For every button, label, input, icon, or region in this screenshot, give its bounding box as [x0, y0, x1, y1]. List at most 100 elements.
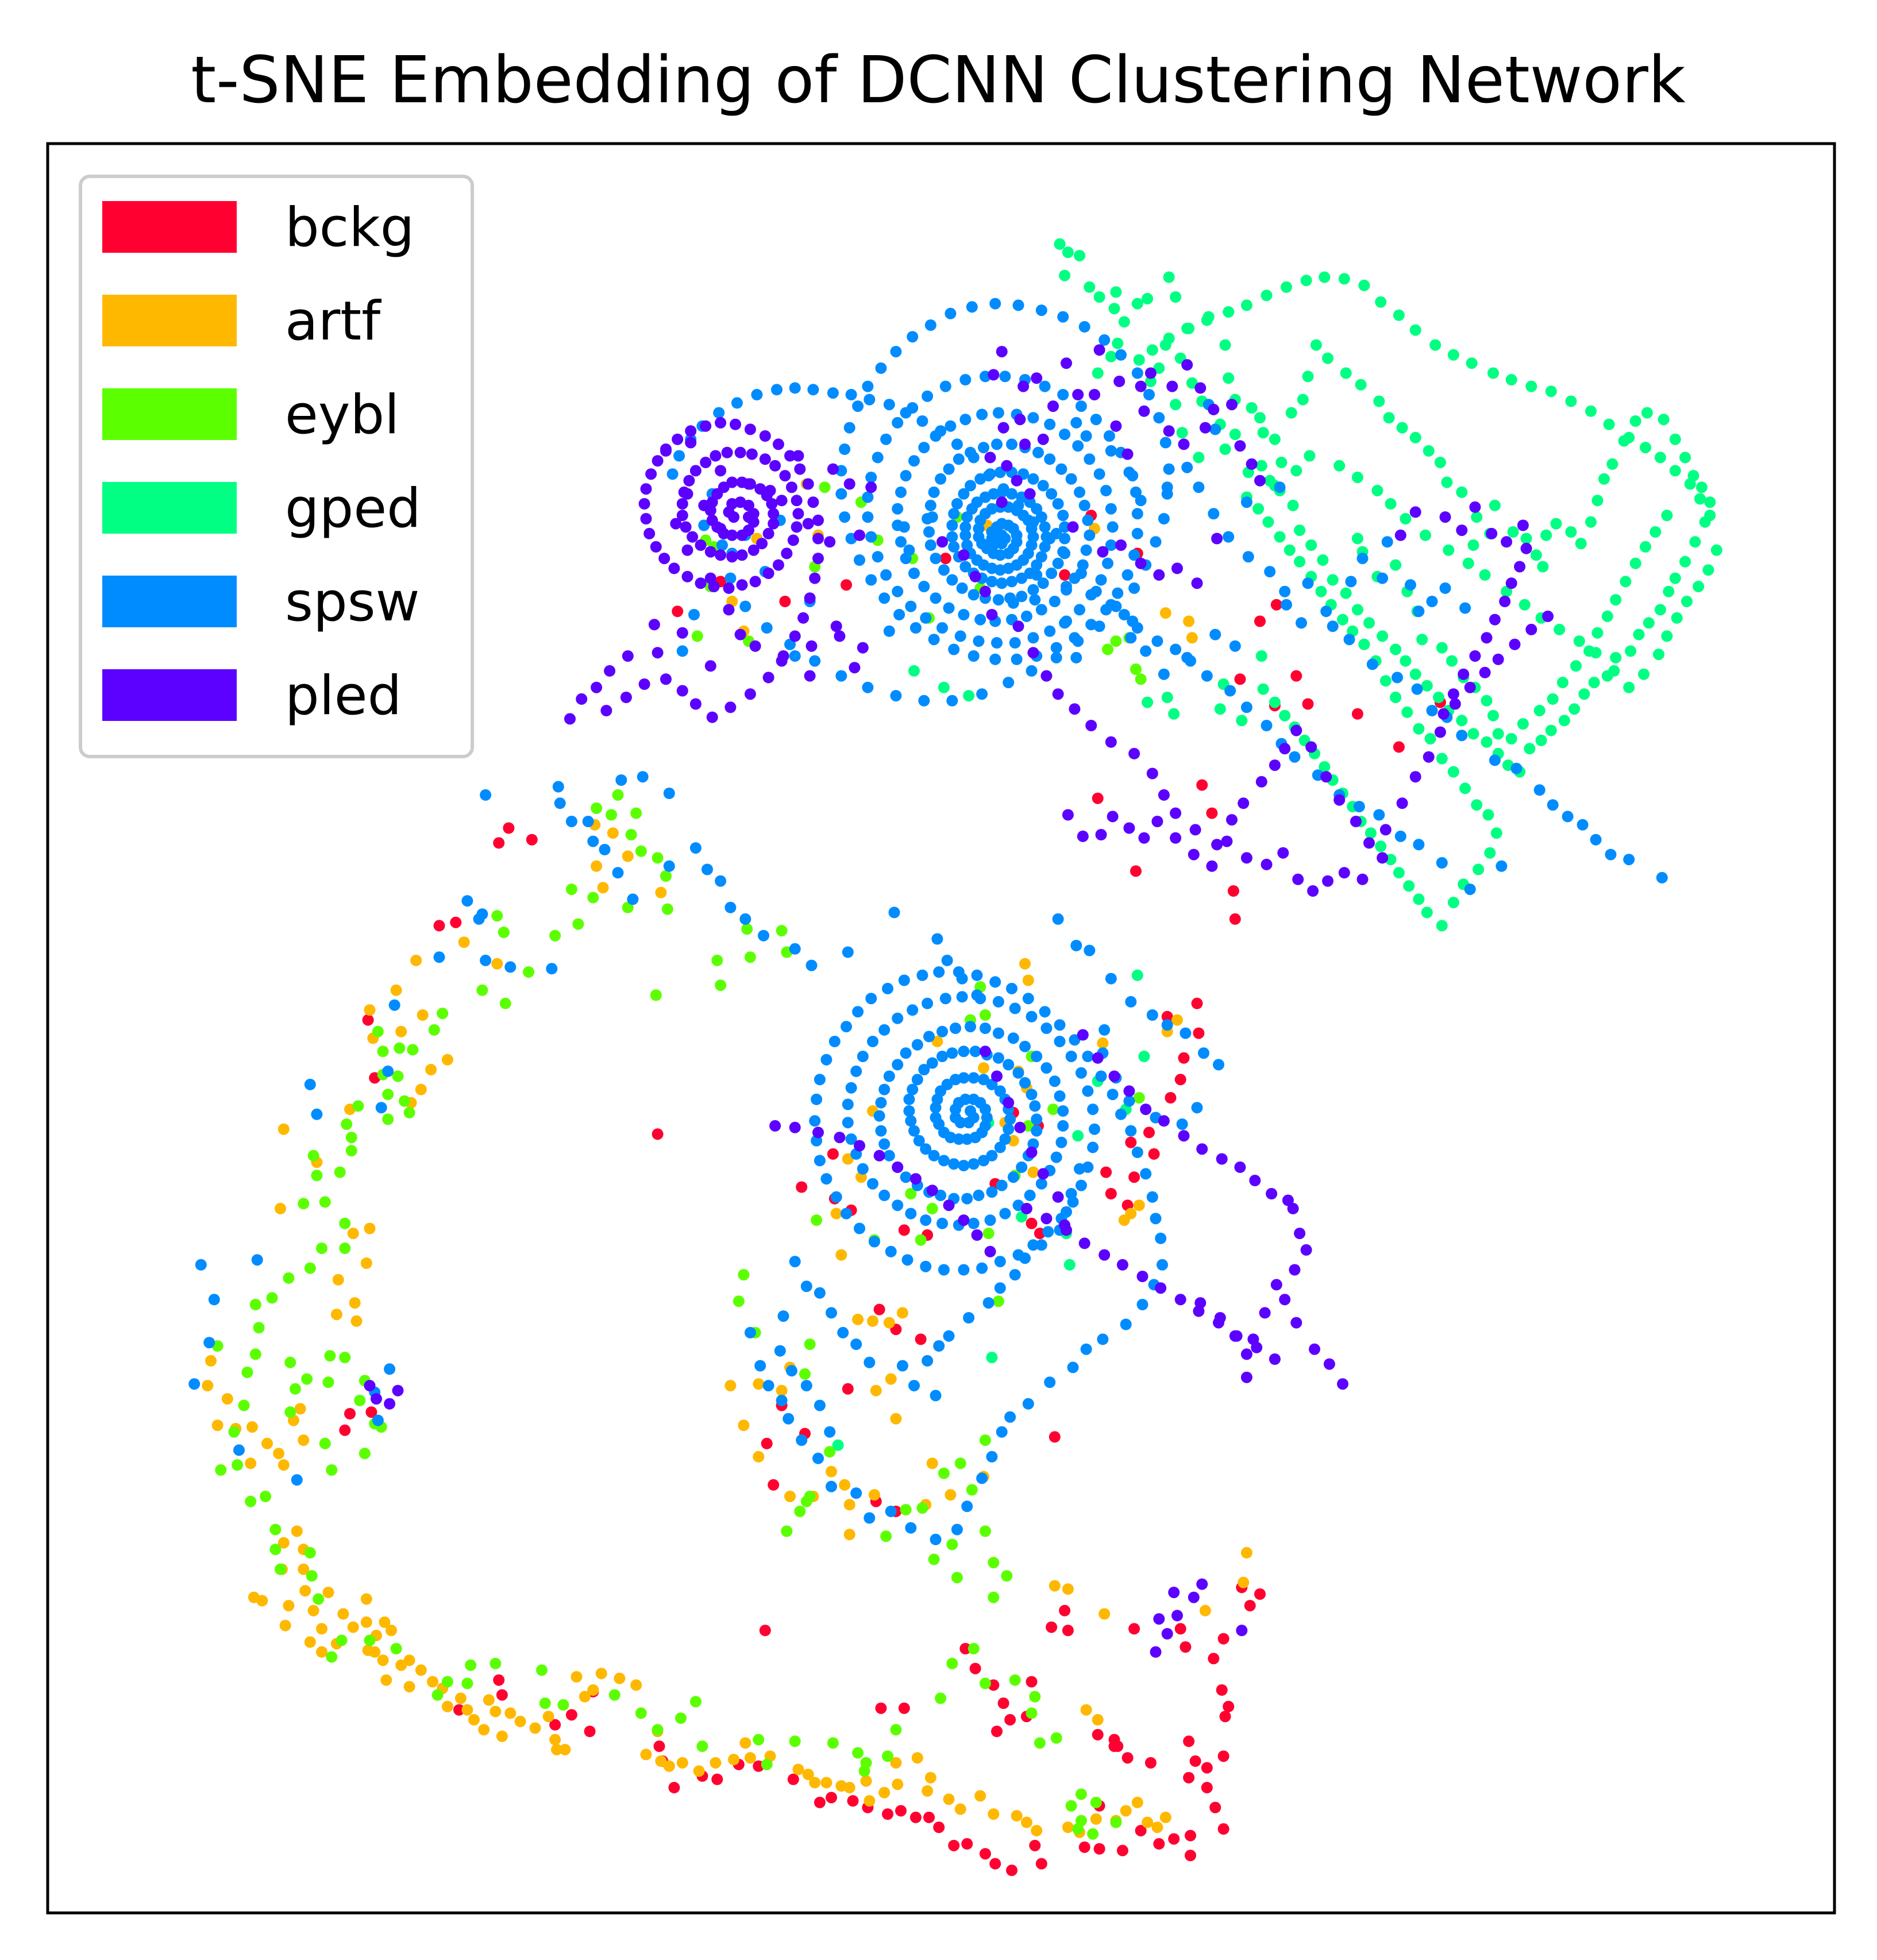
- point-gped-94: [1351, 604, 1363, 616]
- point-pled-88: [1105, 736, 1117, 748]
- point-spsw-333: [1016, 572, 1028, 584]
- point-artf-119: [809, 1777, 821, 1789]
- point-pled-121: [1292, 873, 1304, 885]
- point-gped-0: [1054, 238, 1066, 250]
- point-eybl-97: [359, 1448, 371, 1460]
- point-spsw-483: [777, 1310, 789, 1322]
- point-spsw-69: [1562, 811, 1574, 823]
- point-spsw-582: [922, 997, 934, 1009]
- point-pled-125: [1356, 873, 1369, 885]
- point-gped-209: [1447, 766, 1459, 778]
- point-spsw-257: [908, 568, 920, 579]
- point-pled-334: [1188, 1591, 1200, 1603]
- point-spsw-310: [1052, 498, 1064, 510]
- point-bckg-127: [826, 1792, 837, 1804]
- point-spsw-317: [984, 468, 996, 480]
- point-bckg-105: [1185, 1850, 1196, 1861]
- point-spsw-128: [761, 622, 773, 634]
- point-pled-116: [1206, 860, 1218, 872]
- point-artf-153: [784, 1491, 796, 1502]
- point-gped-1: [1062, 246, 1074, 258]
- point-spsw-548: [814, 1155, 826, 1167]
- point-pled-109: [1095, 829, 1107, 840]
- point-gped-98: [1305, 539, 1317, 551]
- point-artf-25: [441, 1054, 453, 1066]
- point-gped-198: [1413, 893, 1425, 905]
- point-gped-123: [1304, 450, 1316, 462]
- point-pled-156: [564, 713, 576, 725]
- point-pled-206: [749, 576, 761, 588]
- point-spsw-238: [1084, 453, 1096, 465]
- point-pled-194: [640, 483, 652, 495]
- point-artf-18: [491, 958, 503, 970]
- point-spsw-142: [1110, 600, 1122, 612]
- point-spsw-200: [1057, 389, 1069, 400]
- point-spsw-156: [1057, 311, 1069, 323]
- point-bckg-115: [1006, 1864, 1017, 1876]
- point-spsw-528: [1054, 1019, 1066, 1031]
- point-gped-66: [1663, 585, 1675, 597]
- point-gped-118: [1193, 452, 1205, 464]
- point-gped-128: [1400, 513, 1412, 524]
- point-pled-160: [622, 650, 634, 662]
- point-pled-200: [668, 562, 680, 574]
- point-gped-45: [1540, 529, 1552, 541]
- point-artf-159: [926, 1457, 938, 1469]
- point-gped-224: [1284, 544, 1296, 556]
- point-pled-85: [1052, 688, 1064, 700]
- point-pled-50: [1089, 389, 1100, 400]
- point-spsw-507: [1004, 1411, 1016, 1423]
- point-spsw-86: [1261, 720, 1273, 731]
- point-spsw-668: [905, 1115, 917, 1127]
- point-eybl-53: [377, 1045, 389, 1058]
- point-spsw-74: [1656, 871, 1668, 883]
- point-pled-68: [1199, 422, 1211, 434]
- point-spsw-150: [1153, 412, 1165, 424]
- point-pled-274: [1259, 1307, 1271, 1319]
- point-pled-292: [1140, 1104, 1152, 1116]
- legend-swatch-bckg: [102, 201, 237, 253]
- point-spsw-710: [950, 1104, 961, 1116]
- point-artf-137: [1031, 1824, 1043, 1836]
- point-gped-71: [1610, 651, 1622, 663]
- point-spsw-405: [251, 1254, 263, 1266]
- point-spsw-584: [892, 1012, 904, 1024]
- legend-swatch-eybl: [102, 388, 237, 440]
- point-spsw-59: [1366, 658, 1378, 670]
- point-spsw-478: [814, 1287, 826, 1299]
- point-pled-81: [986, 609, 998, 620]
- point-spsw-289: [924, 499, 936, 511]
- point-spsw-440: [941, 954, 953, 966]
- point-spsw-27: [1281, 599, 1292, 611]
- point-spsw-126: [724, 572, 737, 584]
- point-gped-141: [1638, 668, 1650, 680]
- point-gped-103: [1255, 460, 1267, 472]
- point-bckg-17: [1196, 779, 1208, 791]
- point-spsw-191: [1128, 549, 1140, 561]
- point-gped-154: [1640, 442, 1651, 454]
- point-eybl-69: [339, 1217, 351, 1229]
- point-pled-172: [789, 630, 801, 642]
- point-spsw-131: [835, 670, 847, 682]
- point-eybl-94: [339, 1352, 351, 1364]
- point-artf-191: [1022, 974, 1034, 986]
- point-spsw-557: [938, 1264, 950, 1276]
- point-spsw-467: [994, 1282, 1006, 1294]
- point-spsw-602: [968, 1217, 980, 1229]
- point-eybl-125: [761, 1758, 773, 1770]
- point-eybl-82: [215, 1464, 227, 1476]
- point-artf-36: [349, 1297, 361, 1309]
- point-pled-330: [384, 1398, 396, 1410]
- point-spsw-89: [1201, 670, 1213, 682]
- point-artf-15: [655, 886, 667, 898]
- point-eybl-79: [238, 1399, 250, 1411]
- point-pled-43: [1011, 474, 1023, 487]
- point-gped-100: [1287, 499, 1299, 511]
- series-pled: [364, 344, 1554, 1658]
- point-eybl-149: [781, 1525, 793, 1537]
- point-artf-138: [1062, 1822, 1074, 1833]
- point-bckg-47: [362, 1014, 374, 1026]
- point-spsw-199: [1075, 400, 1087, 412]
- point-artf-185: [1097, 1037, 1109, 1049]
- point-spsw-309: [1057, 510, 1069, 522]
